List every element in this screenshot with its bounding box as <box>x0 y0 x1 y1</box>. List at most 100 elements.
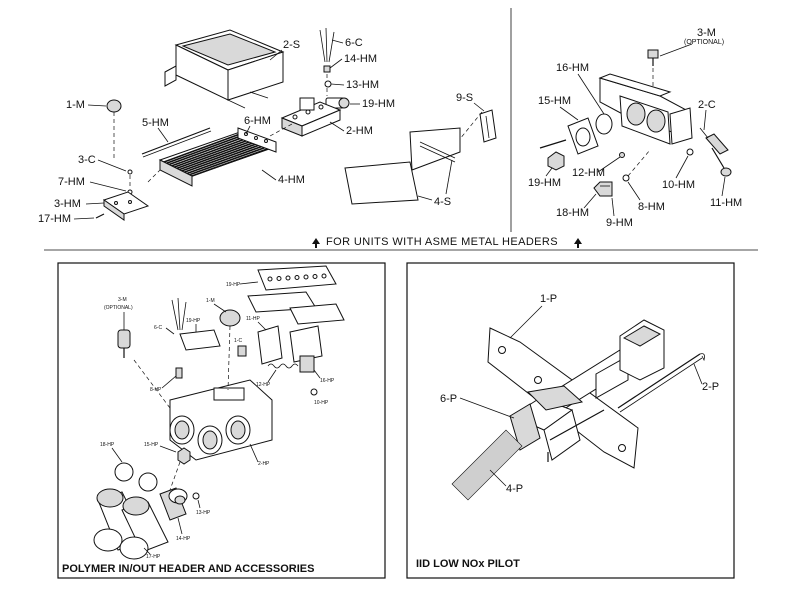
small-ring <box>310 388 318 396</box>
tube-line <box>178 140 257 171</box>
fitting-part <box>593 181 613 197</box>
pilot-callouts: 1-P 2-P 6-P 4-P <box>440 293 719 495</box>
bolt-head <box>321 273 327 279</box>
label-6-c: 6-C <box>345 37 363 49</box>
label-16-hp: 16-HP <box>320 378 335 384</box>
header-bar <box>280 97 342 137</box>
label-9-s: 9-S <box>456 92 473 104</box>
gauge-part <box>106 99 122 160</box>
label-5-hm: 5-HM <box>142 117 169 129</box>
washer-part <box>686 148 694 156</box>
tube-line <box>176 139 254 170</box>
tube-line <box>189 145 268 176</box>
drain-part <box>95 213 105 219</box>
small-header <box>179 329 221 351</box>
asme-note: FOR UNITS WITH ASME METAL HEADERS <box>326 236 558 248</box>
up-arrow-icon <box>574 238 582 248</box>
clip-part <box>299 355 315 373</box>
label-3-c: 3-C <box>78 154 96 166</box>
label-1-c: 1-C <box>234 338 242 344</box>
fitting-part <box>175 367 183 379</box>
label-6-hm: 6-HM <box>244 115 271 127</box>
label-16-hm: 16-HM <box>556 62 589 74</box>
label-18-hp: 18-HP <box>100 442 115 448</box>
label-9-hm: 9-HM <box>606 217 633 229</box>
bolt-head <box>276 276 282 281</box>
tube-line <box>186 144 265 175</box>
tube-line <box>168 135 246 166</box>
label-13-hm: 13-HM <box>346 79 379 91</box>
pilot-panel-frame <box>406 262 735 579</box>
label-18-hm: 18-HM <box>556 207 589 219</box>
main-callouts: 2-S 6-C 14-HM 13-HM 19-HM 2-HM 1-M 5-HM … <box>38 37 485 225</box>
polymer-header-view <box>93 265 345 560</box>
label-11-hm: 11-HM <box>710 197 742 209</box>
polymer-panel-title: POLYMER IN/OUT HEADER AND ACCESSORIES <box>62 563 314 575</box>
washer-part <box>324 80 332 88</box>
pilot-panel-title: IID LOW NOx PILOT <box>416 558 520 570</box>
rod-part <box>141 127 211 155</box>
sensor-wires <box>171 297 187 331</box>
spring-part <box>267 363 299 369</box>
label-19-hm-asme: 19-HM <box>528 177 561 189</box>
insulator-part <box>509 385 584 461</box>
o-ring-part <box>114 462 134 482</box>
label-12-hm: 12-HM <box>572 167 605 179</box>
label-8-hp: 8-HP <box>150 387 162 393</box>
bolt-head <box>285 275 291 281</box>
label-3-m-polymer: 3-M <box>118 297 127 303</box>
label-optional: (OPTIONAL) <box>684 39 724 46</box>
flange-plate <box>567 117 599 155</box>
flue-collector-box <box>164 29 285 109</box>
label-19-hp-upper: 19-HP <box>226 282 241 288</box>
baffle-part <box>479 109 497 143</box>
label-19-hm: 19-HM <box>362 98 395 110</box>
plate-part <box>257 325 283 365</box>
plug-part <box>237 345 247 357</box>
sensor-probe <box>699 127 729 155</box>
nut-part <box>547 151 565 171</box>
gauge-part <box>219 309 241 327</box>
label-8-hm: 8-HM <box>638 201 665 213</box>
heat-exchanger-exploded-view <box>95 27 497 221</box>
screw-part <box>323 65 331 73</box>
plate-part <box>289 325 323 363</box>
label-10-hm: 10-HM <box>662 179 695 191</box>
label-4-p: 4-P <box>506 483 523 495</box>
label-14-hp: 14-HP <box>176 536 191 542</box>
up-arrow-icon <box>312 238 320 248</box>
pilot-hood <box>619 319 665 381</box>
label-15-hp: 15-HP <box>144 442 159 448</box>
label-19-hp-small: 19-HP <box>186 318 201 324</box>
relief-valve-part <box>117 329 131 358</box>
tube-line <box>171 137 249 167</box>
label-17-hp: 17-HP <box>146 554 161 560</box>
tube-line <box>173 138 252 168</box>
small-screw <box>619 152 625 158</box>
tube-line <box>184 143 263 173</box>
label-13-hp: 13-HP <box>196 510 211 516</box>
small-fitting <box>192 492 200 500</box>
bolt-head <box>294 275 300 280</box>
asme-caption: FOR UNITS WITH ASME METAL HEADERS <box>312 236 582 248</box>
left-header-part <box>102 191 150 221</box>
label-2-s: 2-S <box>283 39 300 51</box>
label-10-hp: 10-HP <box>314 400 329 406</box>
bolt-head <box>312 274 318 279</box>
side-panel-part <box>344 127 461 205</box>
electrode-rod <box>617 353 701 409</box>
drain-valve-part <box>711 147 732 177</box>
asme-header-exploded-view <box>539 49 732 197</box>
sensor-part <box>325 97 350 109</box>
label-2-hp: 2-HP <box>258 461 270 467</box>
header-bar-lower <box>289 303 345 325</box>
tube-line <box>181 142 260 172</box>
gasket-part <box>595 113 613 135</box>
label-12-hp: 12-HP <box>256 382 271 388</box>
label-3-m: 3-M <box>697 27 716 39</box>
o-ring-part <box>138 472 158 492</box>
polymer-callouts: 19-HP 3-M (OPTIONAL) 1-M 6-C 19-HP 11-HP… <box>100 281 335 560</box>
pilot-assembly <box>451 319 705 501</box>
inlet-pipes <box>93 488 169 560</box>
